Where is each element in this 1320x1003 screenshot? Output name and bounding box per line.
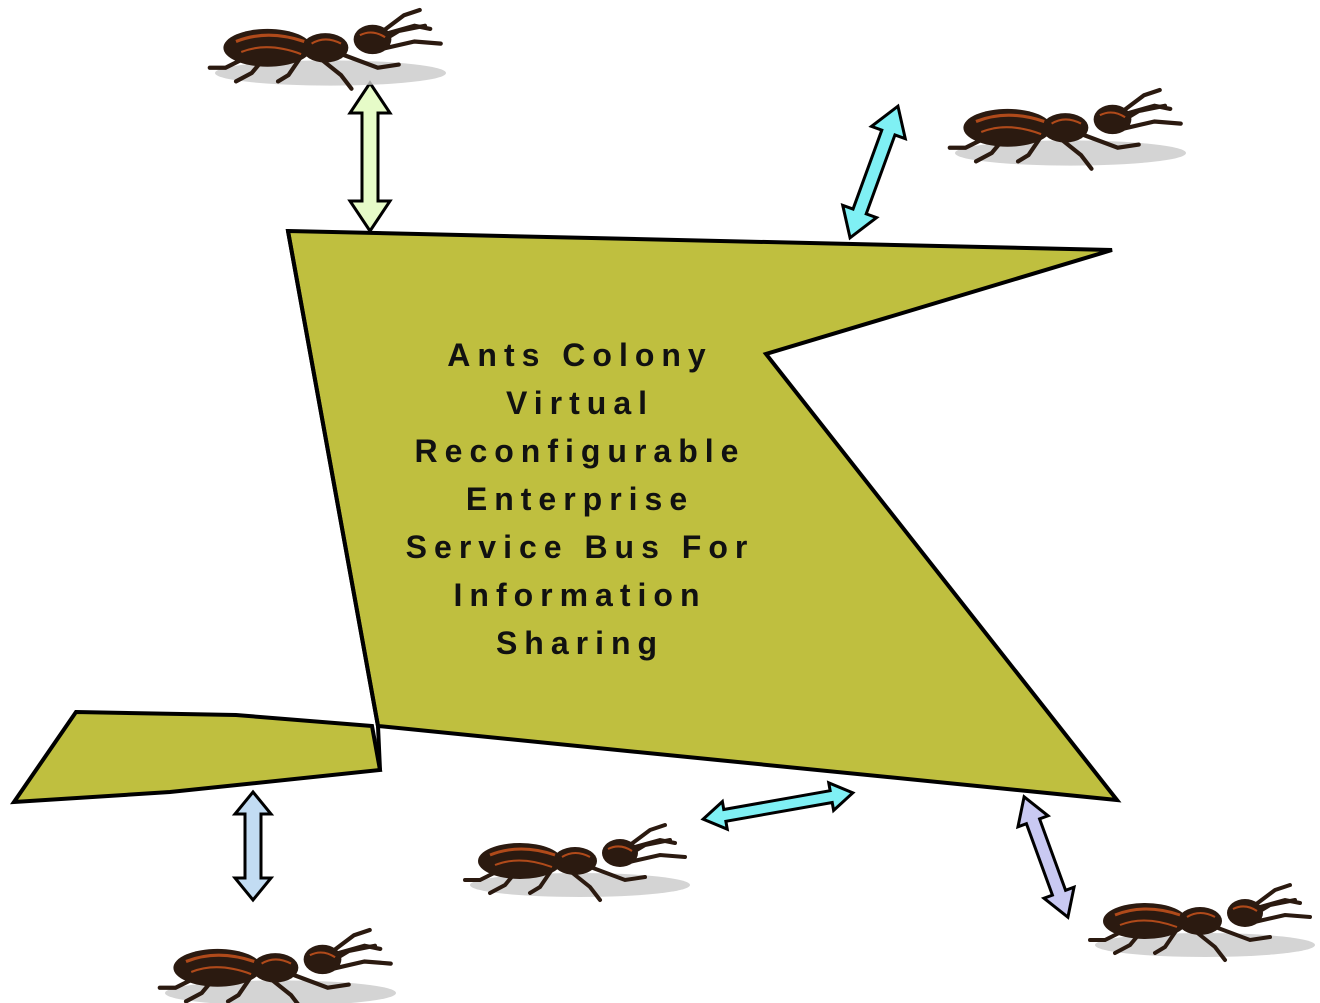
ant-icon [1090, 885, 1315, 960]
arrow-bottom-right [1009, 791, 1083, 922]
bus-title-line: Sharing [360, 621, 800, 665]
arrow-bottom-center [701, 779, 856, 833]
bus-title-line: Reconfigurable [360, 429, 800, 473]
arrow-top [350, 83, 390, 231]
bus-fragment-shape [14, 712, 380, 802]
arrow-bottom-left [235, 792, 271, 900]
bus-title-line: Enterprise [360, 477, 800, 521]
bus-title-line: Service Bus For [360, 525, 800, 569]
bus-title-line: Ants Colony [360, 333, 800, 377]
arrow-top-right [833, 100, 915, 244]
bus-title-line: Information [360, 573, 800, 617]
ant-icon [950, 90, 1186, 169]
ant-icon [210, 10, 446, 89]
ant-icon [465, 825, 690, 900]
bus-title-line: Virtual [360, 381, 800, 425]
ant-icon [160, 930, 396, 1003]
